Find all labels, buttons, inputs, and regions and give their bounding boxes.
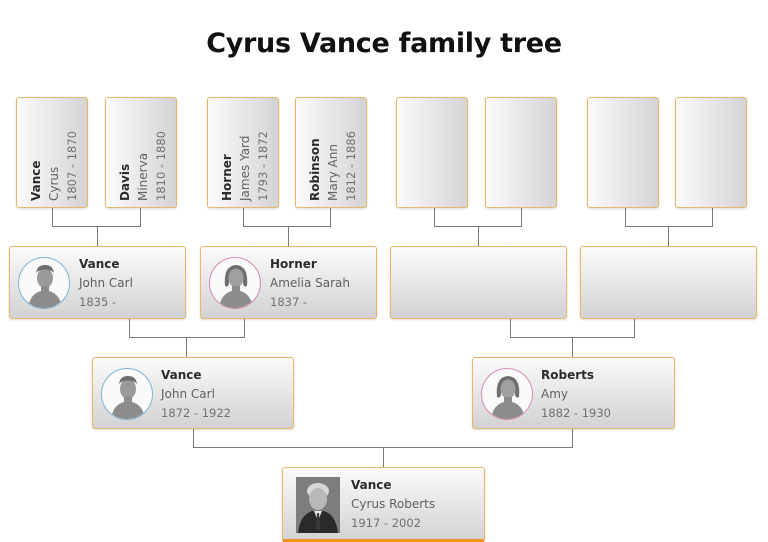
life-dates: 1807 - 1870: [65, 131, 79, 201]
person-card-empty[interactable]: [485, 97, 557, 208]
given-name: Amelia Sarah: [270, 276, 350, 290]
surname: Vance: [161, 368, 202, 382]
person-card-empty[interactable]: [580, 246, 757, 319]
surname: Vance: [29, 160, 43, 201]
portrait-photo: [296, 477, 340, 533]
given-name: Cyrus: [47, 166, 61, 201]
person-card-great-grandparent[interactable]: Robinson Mary Ann 1812 - 1886: [295, 97, 367, 208]
person-card-great-grandparent[interactable]: Davis Minerva 1810 - 1880: [105, 97, 177, 208]
female-silhouette-icon: [209, 257, 261, 309]
life-dates: 1917 - 2002: [351, 516, 421, 530]
surname: Roberts: [541, 368, 595, 382]
given-name: John Carl: [161, 387, 215, 401]
page-title: Cyrus Vance family tree: [206, 28, 562, 59]
life-dates: 1812 - 1886: [344, 131, 358, 201]
person-card-empty[interactable]: [587, 97, 659, 208]
surname: Davis: [118, 163, 132, 201]
given-name: John Carl: [79, 276, 133, 290]
surname: Vance: [79, 257, 120, 271]
person-card-empty[interactable]: [396, 97, 468, 208]
person-card-mother[interactable]: Roberts Amy 1882 - 1930: [472, 357, 675, 429]
male-silhouette-icon: [18, 257, 70, 309]
life-dates: 1837 -: [270, 295, 308, 309]
life-dates: 1810 - 1880: [154, 131, 168, 201]
person-card-empty[interactable]: [675, 97, 747, 208]
surname: Horner: [270, 257, 317, 271]
surname: Horner: [220, 154, 234, 201]
life-dates: 1835 -: [79, 295, 117, 309]
person-card-great-grandparent[interactable]: Vance Cyrus 1807 - 1870: [16, 97, 88, 208]
life-dates: 1793 - 1872: [256, 131, 270, 201]
surname: Vance: [351, 478, 392, 492]
male-silhouette-icon: [101, 368, 153, 420]
given-name: Mary Ann: [326, 144, 340, 201]
surname: Robinson: [308, 138, 322, 201]
person-card-grandparent[interactable]: Horner Amelia Sarah 1837 -: [200, 246, 377, 319]
given-name: Amy: [541, 387, 568, 401]
life-dates: 1882 - 1930: [541, 406, 611, 420]
female-silhouette-icon: [481, 368, 533, 420]
person-card-great-grandparent[interactable]: Horner James Yard 1793 - 1872: [207, 97, 279, 208]
given-name: James Yard: [238, 135, 252, 201]
given-name: Minerva: [136, 152, 150, 201]
person-card-subject[interactable]: Vance Cyrus Roberts 1917 - 2002: [282, 467, 485, 542]
focus-indicator: [283, 539, 484, 542]
given-name: Cyrus Roberts: [351, 497, 436, 511]
life-dates: 1872 - 1922: [161, 406, 231, 420]
person-card-empty[interactable]: [390, 246, 567, 319]
person-card-grandparent[interactable]: Vance John Carl 1835 -: [9, 246, 186, 319]
person-card-father[interactable]: Vance John Carl 1872 - 1922: [92, 357, 294, 429]
